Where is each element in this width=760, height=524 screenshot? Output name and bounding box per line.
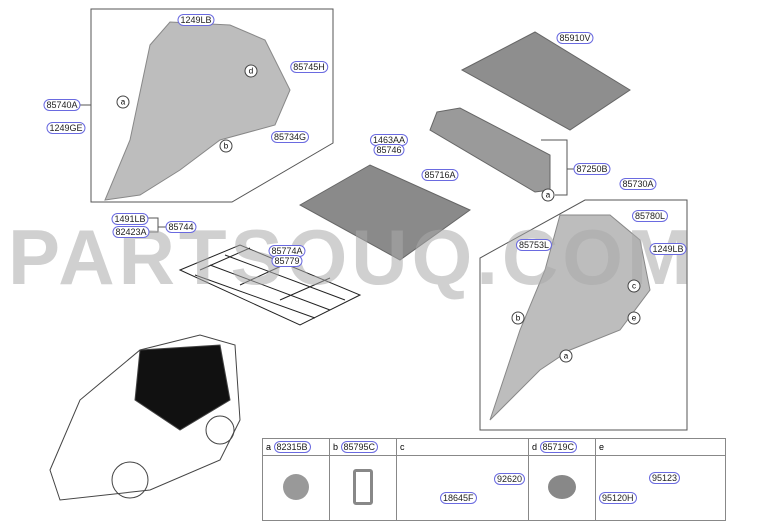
socket-assembly-cell: 95123 95120H [595, 455, 726, 521]
marker-a: a [559, 349, 573, 363]
luggage-board [298, 164, 471, 261]
group-frame-right [479, 199, 688, 431]
cargo-net [178, 244, 362, 326]
part-label-92620[interactable]: 92620 [493, 473, 525, 485]
part-label-18645f[interactable]: 18645F [440, 492, 477, 504]
legend-cell-e: e [595, 438, 726, 456]
part-label-1491lb[interactable]: 1491LB [111, 213, 149, 225]
part-label-85746[interactable]: 85746 [373, 144, 405, 156]
part-label-1249lb[interactable]: 1249LB [177, 14, 215, 26]
legend-key: a [266, 442, 272, 452]
quarter-trim-left [104, 21, 291, 201]
part-label-85779[interactable]: 85779 [271, 255, 303, 267]
legend-cell-c: c [396, 438, 529, 456]
part-label-85740a[interactable]: 85740A [43, 99, 81, 111]
hook-image [329, 455, 397, 521]
part-label-1249ge[interactable]: 1249GE [46, 122, 86, 134]
part-label-95120h[interactable]: 95120H [599, 492, 637, 504]
fastener-legend-table: a 82315B b 85795C c d 85719C e 92620 186… [262, 438, 726, 521]
part-label-85734g[interactable]: 85734G [270, 131, 310, 143]
marker-b: b [511, 311, 525, 325]
marker-a: a [116, 95, 130, 109]
cargo-cover [460, 31, 631, 131]
legend-cell-a: a 82315B [262, 438, 330, 456]
part-label-85780l[interactable]: 85780L [631, 210, 669, 222]
marker-c: c [627, 279, 641, 293]
marker-e: e [627, 311, 641, 325]
legend-part[interactable]: 85795C [340, 441, 379, 453]
legend-key: b [333, 442, 339, 452]
clip-image [262, 455, 330, 521]
group-frame-left [90, 8, 334, 203]
part-label-85716a[interactable]: 85716A [421, 169, 459, 181]
lamp-assembly-cell: 92620 18645F [396, 455, 529, 521]
legend-part[interactable]: 82315B [273, 441, 311, 453]
part-label-1249lb-right[interactable]: 1249LB [649, 243, 687, 255]
part-label-87250b[interactable]: 87250B [573, 163, 611, 175]
part-label-85730a[interactable]: 85730A [619, 178, 657, 190]
cap-image [528, 455, 596, 521]
legend-part[interactable]: 85719C [539, 441, 578, 453]
part-label-85745h[interactable]: 85745H [290, 61, 328, 73]
legend-key: d [532, 442, 538, 452]
marker-a: a [541, 188, 555, 202]
legend-key: e [599, 442, 605, 452]
part-label-85753l[interactable]: 85753L [515, 239, 553, 251]
marker-d: d [244, 64, 258, 78]
legend-key: c [400, 442, 405, 452]
part-label-82423a[interactable]: 82423A [112, 226, 150, 238]
watermark: PARTSOUQ.COM [8, 213, 696, 301]
part-label-85744[interactable]: 85744 [165, 221, 197, 233]
vehicle-outline [49, 334, 241, 501]
marker-b: b [219, 139, 233, 153]
legend-cell-d: d 85719C [528, 438, 596, 456]
part-label-85910v[interactable]: 85910V [556, 32, 594, 44]
legend-cell-b: b 85795C [329, 438, 397, 456]
part-label-95123[interactable]: 95123 [649, 472, 681, 484]
